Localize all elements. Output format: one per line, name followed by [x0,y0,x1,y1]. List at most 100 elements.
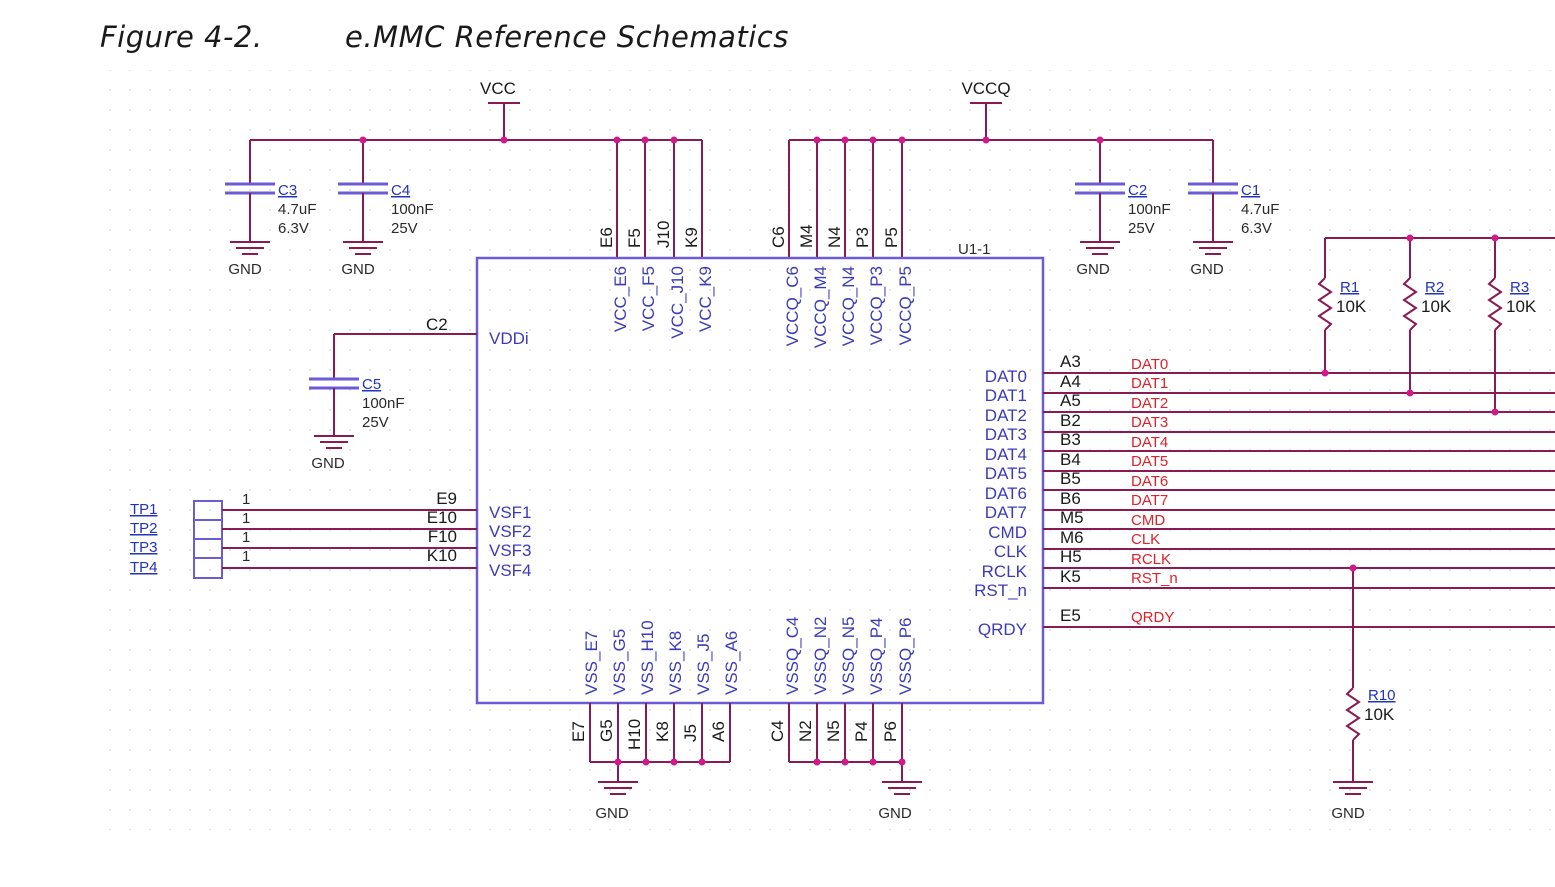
pin-vccq-m4: VCCQ_M4 [811,266,830,348]
tp2-label: TP2 [130,520,158,537]
gnd-label: GND [595,805,629,822]
pin-vsf3: VSF3 [489,541,532,560]
ball-b5: B5 [1060,469,1081,488]
pin-vcc-f5: VCC_F5 [639,266,658,331]
ball-n4: N4 [825,226,844,248]
pin-vss-g5: VSS_G5 [610,629,629,695]
ball-f10: F10 [428,527,457,546]
net-dat5: DAT5 [1131,453,1168,470]
right-ball-labels: A3 A4 A5 B2 B3 B4 B5 B6 M5 M6 H5 K5 E5 [1060,352,1084,625]
vcc-rail: VCC [249,79,703,258]
net-rclk: RCLK [1131,551,1171,568]
r2-ref: R2 [1425,279,1444,296]
net-rst-n: RST_n [1131,570,1178,587]
pin-vcc-e6: VCC_E6 [611,266,630,332]
c3-rating: 6.3V [278,220,309,237]
ball-h10: H10 [625,719,644,750]
ball-h5: H5 [1060,547,1082,566]
pin-dat3: DAT3 [985,425,1027,444]
pin-vccq-c6: VCCQ_C6 [783,266,802,346]
ball-a3: A3 [1060,352,1081,371]
tp3-pin: 1 [242,529,250,546]
ball-p6: P6 [881,721,900,742]
pin-clk: CLK [994,542,1028,561]
c2-value: 100nF [1128,201,1171,218]
tp3-label: TP3 [130,539,158,556]
ground-symbols-top: GND GND GND GND [228,241,1233,278]
pin-dat2: DAT2 [985,406,1027,425]
c1-value: 4.7uF [1241,201,1279,218]
ball-b3: B3 [1060,430,1081,449]
pin-rst-n: RST_n [974,581,1027,600]
pin-dat7: DAT7 [985,503,1027,522]
ball-j5: J5 [681,724,700,742]
ball-e7: E7 [569,721,588,742]
c4-ref: C4 [391,182,410,199]
pin-vsf4: VSF4 [489,561,532,580]
pin-vssq-p4: VSSQ_P4 [867,618,886,696]
figure-title: e.MMC Reference Schematics [345,20,789,54]
net-qrdy: QRDY [1131,609,1174,626]
net-clk: CLK [1131,531,1160,548]
ball-c4: C4 [768,720,787,742]
ball-n2: N2 [796,720,815,742]
pin-vssq-p6: VSSQ_P6 [896,618,915,696]
c4-rating: 25V [391,220,418,237]
top-vcc-pin-names: VCC_E6 VCC_F5 VCC_J10 VCC_K9 [611,266,715,339]
c2-rating: 25V [1128,220,1155,237]
c3-ref: C3 [278,182,297,199]
vddi-circuit: GND C2 VDDi C5 100nF 25V [309,315,529,472]
top-vccq-pin-names: VCCQ_C6 VCCQ_M4 VCCQ_N4 VCCQ_P3 VCCQ_P5 [783,266,915,348]
ball-a4: A4 [1060,372,1081,391]
bottom-vssq-pin-names: VSSQ_C4 VSSQ_N2 VSSQ_N5 VSSQ_P4 VSSQ_P6 [783,617,915,695]
pin-vsf2: VSF2 [489,522,532,541]
r3-value: 10K [1506,297,1537,316]
figure-caption: Figure 4-2. e.MMC Reference Schematics [100,20,789,54]
net-labels: DAT0 DAT1 DAT2 DAT3 DAT4 DAT5 DAT6 DAT7 … [1131,356,1178,626]
chip-refdes: U1-1 [958,241,991,258]
ball-f5: F5 [625,228,644,248]
c1-rating: 6.3V [1241,220,1272,237]
pin-vssq-c4: VSSQ_C4 [783,617,802,695]
net-dat6: DAT6 [1131,473,1168,490]
bottom-vss-pin-names: VSS_E7 VSS_G5 VSS_H10 VSS_K8 VSS_J5 VSS_… [582,620,741,695]
net-dat3: DAT3 [1131,414,1168,431]
test-points: TP1 TP2 TP3 TP4 1 1 1 1 E9 E10 F10 K10 V… [130,489,532,580]
ball-p4: P4 [852,721,871,742]
ball-k9: K9 [682,227,701,248]
bottom-vssq-wiring: GND C4 N2 N5 P4 P6 [768,703,922,822]
tp2-pin: 1 [242,510,250,527]
ball-e9: E9 [436,489,457,508]
tp1-label: TP1 [130,501,158,518]
top-vccq-balls: C6 M4 N4 P3 P5 [769,224,901,248]
gnd-label: GND [311,455,345,472]
gnd-label: GND [1190,261,1224,278]
ball-n5: N5 [824,720,843,742]
ball-j10: J10 [654,221,673,248]
c1-ref: C1 [1241,182,1260,199]
emmc-chip-body [475,256,1045,705]
tp4-label: TP4 [130,559,158,576]
ball-e10: E10 [427,508,457,527]
pin-vcc-j10: VCC_J10 [668,266,687,339]
resistor-r10: GND R10 10K [1331,564,1396,822]
c5-rating: 25V [362,414,389,431]
net-cmd: CMD [1131,512,1165,529]
pin-qrdy: QRDY [978,620,1027,639]
net-dat0: DAT0 [1131,356,1168,373]
capacitor-c4: C4 100nF 25V [338,182,434,242]
pin-vssq-n5: VSSQ_N5 [839,617,858,695]
pin-dat6: DAT6 [985,484,1027,503]
top-vcc-balls: E6 F5 J10 K9 [597,221,701,248]
pin-dat0: DAT0 [985,367,1027,386]
pin-vss-e7: VSS_E7 [582,631,601,695]
pin-vss-a6: VSS_A6 [722,631,741,695]
gnd-label: GND [341,261,375,278]
vccq-label: VCCQ [961,79,1010,98]
vccq-rail: VCCQ [788,79,1214,258]
ground-symbol-c3: GND [228,241,270,278]
r10-ref: R10 [1368,687,1396,704]
figure-number: Figure 4-2. [100,20,263,54]
ball-c6: C6 [769,226,788,248]
net-dat2: DAT2 [1131,395,1168,412]
